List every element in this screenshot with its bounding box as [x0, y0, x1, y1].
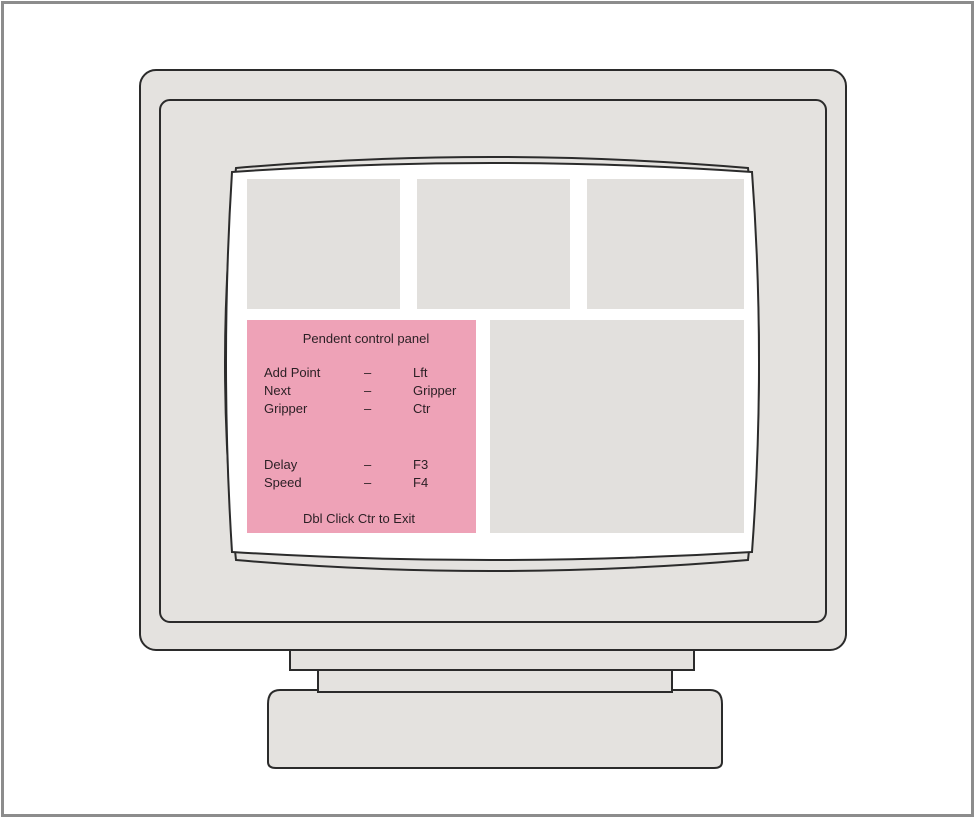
- key-add-point: Lft: [413, 365, 428, 380]
- control-panel-title: Pendent control panel: [303, 331, 430, 346]
- window-top-left: [247, 179, 400, 309]
- stand-base: [268, 690, 722, 768]
- sep-add-point: –: [364, 365, 372, 380]
- window-top-center: [417, 179, 570, 309]
- monitor-stand: [268, 648, 722, 768]
- sep-next: –: [364, 383, 372, 398]
- window-bottom-right: [490, 320, 744, 533]
- window-top-right: [587, 179, 744, 309]
- stand-collar: [290, 648, 694, 670]
- sep-delay: –: [364, 457, 372, 472]
- sep-gripper: –: [364, 401, 372, 416]
- action-next: Next: [264, 383, 291, 398]
- control-panel-background: [247, 320, 476, 533]
- key-gripper: Ctr: [413, 401, 431, 416]
- control-panel: Pendent control panel Add Point – Lft Ne…: [247, 320, 476, 533]
- key-delay: F3: [413, 457, 428, 472]
- control-panel-footer: Dbl Click Ctr to Exit: [303, 511, 415, 526]
- action-add-point: Add Point: [264, 365, 321, 380]
- key-next: Gripper: [413, 383, 457, 398]
- sep-speed: –: [364, 475, 372, 490]
- action-delay: Delay: [264, 457, 298, 472]
- action-speed: Speed: [264, 475, 302, 490]
- stand-neck: [318, 668, 672, 692]
- key-speed: F4: [413, 475, 428, 490]
- action-gripper: Gripper: [264, 401, 308, 416]
